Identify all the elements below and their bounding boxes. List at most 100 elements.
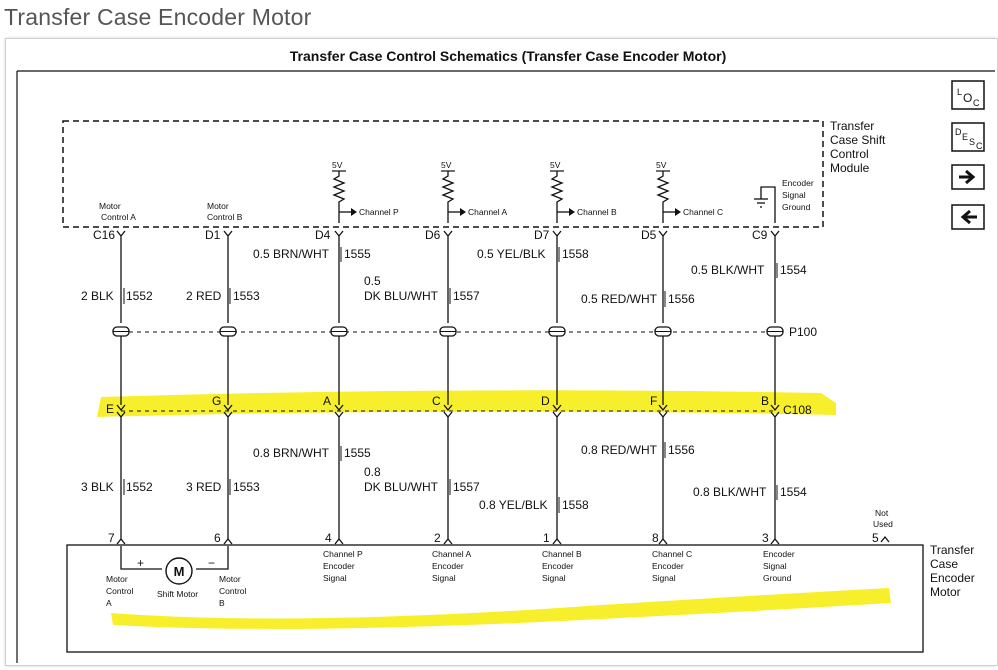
svg-text:A: A <box>106 598 112 608</box>
svg-text:C: C <box>432 394 441 408</box>
svg-text:Signal: Signal <box>542 573 566 583</box>
svg-text:G: G <box>212 394 221 408</box>
highlight-bottom <box>111 588 891 629</box>
desc-icon[interactable]: D E S C <box>951 122 985 152</box>
svg-text:D: D <box>541 394 550 408</box>
svg-text:3 BLK: 3 BLK <box>81 480 114 494</box>
highlight-c108 <box>97 390 836 417</box>
svg-text:Motor: Motor <box>207 201 229 211</box>
svg-text:3: 3 <box>762 531 769 545</box>
shift-control-module-box <box>62 120 824 228</box>
svg-text:Transfer: Transfer <box>830 119 874 133</box>
svg-text:1558: 1558 <box>562 498 589 512</box>
svg-text:Channel B: Channel B <box>577 207 617 217</box>
svg-text:0.5 YEL/BLK: 0.5 YEL/BLK <box>477 247 546 261</box>
pin-c9: C9 <box>752 228 768 242</box>
svg-text:Case: Case <box>930 557 958 571</box>
svg-text:S: S <box>969 137 975 147</box>
svg-text:0.5 BLK/WHT: 0.5 BLK/WHT <box>691 263 765 277</box>
svg-text:8: 8 <box>652 531 659 545</box>
encoder-motor-label: Transfer Case Encoder Motor <box>930 543 975 599</box>
svg-text:Signal: Signal <box>652 573 676 583</box>
svg-text:1558: 1558 <box>562 247 589 261</box>
svg-text:1557: 1557 <box>453 289 480 303</box>
svg-text:1552: 1552 <box>126 480 153 494</box>
svg-text:2 RED: 2 RED <box>186 289 222 303</box>
svg-text:B: B <box>219 598 225 608</box>
svg-text:Shift Motor: Shift Motor <box>157 589 198 599</box>
pin-d6: D6 <box>425 228 441 242</box>
svg-text:1555: 1555 <box>344 446 371 460</box>
arrow-right-icon[interactable] <box>951 164 985 190</box>
svg-text:F: F <box>650 394 657 408</box>
svg-text:0.8 BRN/WHT: 0.8 BRN/WHT <box>253 446 330 460</box>
svg-text:5V: 5V <box>332 160 343 170</box>
svg-text:1554: 1554 <box>780 263 807 277</box>
svg-text:Ground: Ground <box>763 573 792 583</box>
svg-text:L: L <box>957 87 962 97</box>
svg-text:7: 7 <box>108 531 115 545</box>
svg-text:+: + <box>137 556 144 570</box>
svg-text:Control A: Control A <box>101 212 136 222</box>
p100-label: P100 <box>789 325 817 339</box>
circuit-c9: Encoder Signal Ground C9 0.5 BLK/WHT 155… <box>691 178 814 583</box>
svg-text:Encoder: Encoder <box>930 571 975 585</box>
pin-c16: C16 <box>93 228 115 242</box>
circuit-d7: 5V Channel B D7 0.5 YEL/BLK 1558 D 0.8 Y… <box>477 160 617 583</box>
circuit-d6: 5V Channel A D6 0.5 DK BLU/WHT 1557 C 0.… <box>364 160 508 583</box>
svg-text:O: O <box>963 91 972 105</box>
page-title: Transfer Case Encoder Motor <box>4 4 312 30</box>
svg-text:DK BLU/WHT: DK BLU/WHT <box>364 289 439 303</box>
svg-text:2: 2 <box>434 531 441 545</box>
svg-text:Control B: Control B <box>207 212 243 222</box>
svg-text:1556: 1556 <box>668 292 695 306</box>
svg-text:B: B <box>761 394 769 408</box>
schematic-svg: Transfer Case Control Schematics (Transf… <box>16 48 995 663</box>
svg-text:Encoder: Encoder <box>323 561 355 571</box>
not-used-pin: Not Used 5 <box>872 508 893 545</box>
svg-text:1553: 1553 <box>233 289 260 303</box>
circuit-d4: 5V Channel P D4 0.5 BRN/WHT 1555 A 0.8 B… <box>253 160 399 583</box>
svg-text:Control: Control <box>219 586 247 596</box>
svg-text:Motor: Motor <box>219 574 241 584</box>
svg-text:Signal: Signal <box>432 573 456 583</box>
arrow-left-icon[interactable] <box>951 204 985 230</box>
svg-text:Channel C: Channel C <box>683 207 723 217</box>
loc-icon[interactable]: L O C <box>951 80 985 110</box>
svg-text:Case Shift: Case Shift <box>830 133 886 147</box>
svg-text:Transfer: Transfer <box>930 543 974 557</box>
svg-text:Motor: Motor <box>106 574 128 584</box>
svg-text:Channel A: Channel A <box>432 549 472 559</box>
svg-text:Signal: Signal <box>782 190 806 200</box>
svg-text:E: E <box>106 402 114 416</box>
svg-text:Channel P: Channel P <box>359 207 399 217</box>
svg-text:0.5 BRN/WHT: 0.5 BRN/WHT <box>253 247 330 261</box>
pin-d1: D1 <box>205 228 221 242</box>
svg-text:Motor: Motor <box>930 585 961 599</box>
svg-text:3 RED: 3 RED <box>186 480 222 494</box>
svg-text:0.8: 0.8 <box>364 465 381 479</box>
pin-d4: D4 <box>315 228 331 242</box>
circuit-d1: Motor Control B D1 2 RED 1553 G 3 RED 15… <box>186 201 260 608</box>
svg-text:5: 5 <box>872 531 879 545</box>
svg-text:1555: 1555 <box>344 247 371 261</box>
svg-text:0.8 YEL/BLK: 0.8 YEL/BLK <box>479 498 548 512</box>
svg-text:0.8 BLK/WHT: 0.8 BLK/WHT <box>693 485 767 499</box>
svg-text:Channel A: Channel A <box>468 207 508 217</box>
svg-text:0.5: 0.5 <box>364 274 381 288</box>
svg-text:6: 6 <box>214 531 221 545</box>
svg-text:5V: 5V <box>656 160 667 170</box>
svg-text:E: E <box>962 132 968 142</box>
svg-text:Signal: Signal <box>763 561 787 571</box>
shift-control-module-label: Transfer Case Shift Control Module <box>830 119 886 175</box>
shift-motor: + − M Shift Motor <box>120 546 229 599</box>
svg-text:Encoder: Encoder <box>432 561 464 571</box>
svg-text:Motor: Motor <box>99 201 121 211</box>
svg-text:C: C <box>976 141 983 151</box>
diagram-panel: Transfer Case Control Schematics (Transf… <box>5 38 998 666</box>
svg-text:1552: 1552 <box>126 289 153 303</box>
svg-text:1: 1 <box>543 531 550 545</box>
c108-label: C108 <box>783 403 812 417</box>
svg-text:Used: Used <box>873 519 893 529</box>
svg-text:1554: 1554 <box>780 485 807 499</box>
